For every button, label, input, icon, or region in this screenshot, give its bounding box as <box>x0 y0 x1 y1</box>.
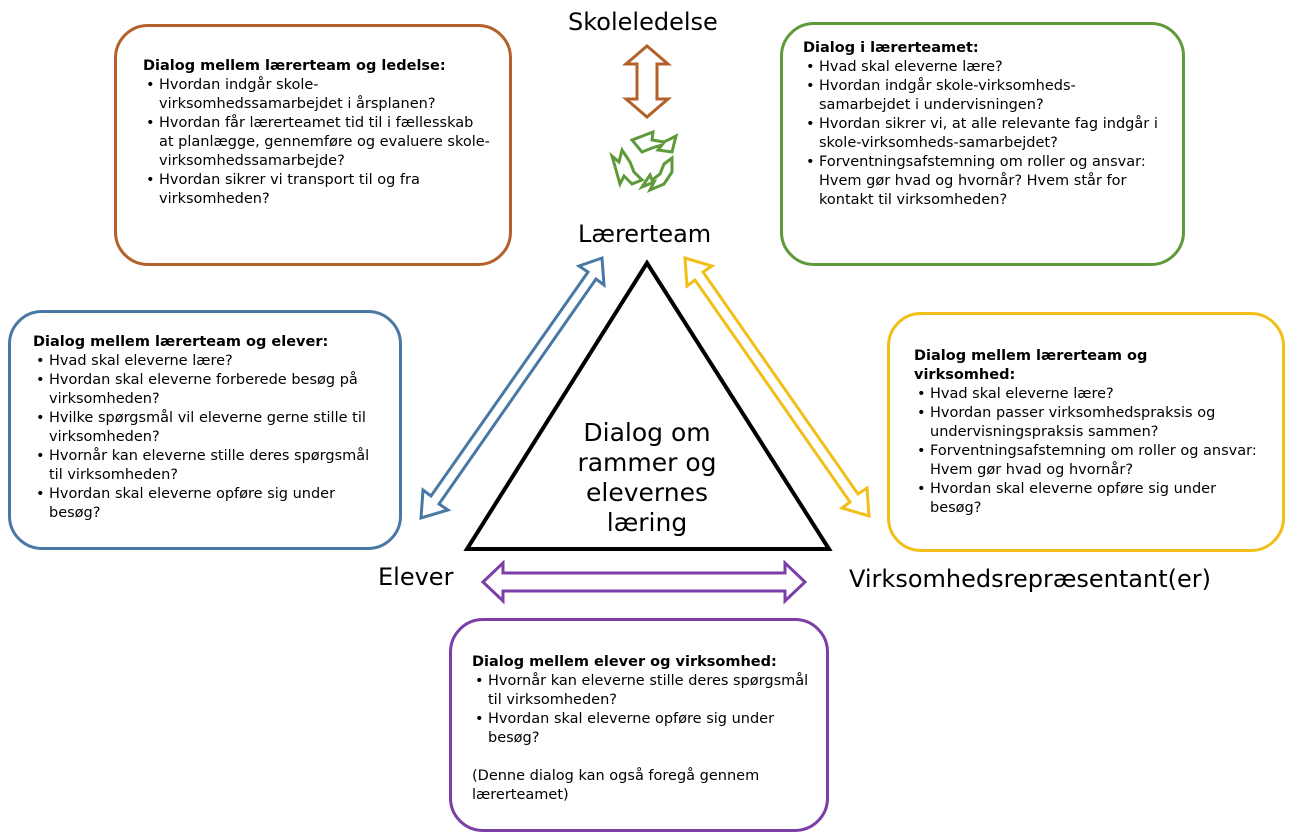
double-arrow-virksomhed <box>683 255 871 519</box>
double-arrow-elev-virksomhed <box>480 559 808 605</box>
node-virksomhed: Virksomhedsrepræsentant(er) <box>849 565 1211 593</box>
box-elever: Dialog mellem lærerteam og elever: Hvad … <box>8 310 402 550</box>
list-item: Forventningsafstemning om roller og ansv… <box>803 153 1164 210</box>
box-laererteam: Dialog i lærerteamet: Hvad skal eleverne… <box>780 22 1185 266</box>
center-triangle <box>463 259 833 551</box>
box-virksomhed: Dialog mellem lærerteam og virksomhed: H… <box>887 312 1285 552</box>
node-skoleledelse: Skoleledelse <box>568 8 718 36</box>
list-item: Hvad skal eleverne lære? <box>803 58 1164 77</box>
list-item: Hvordan sikrer vi, at alle relevante fag… <box>803 115 1164 153</box>
list-item: Hvordan indgår skole-virksomhedssamarbej… <box>143 76 491 114</box>
list-item: Hvordan skal eleverne opføre sig under b… <box>472 710 810 748</box>
box-title: Dialog mellem lærerteam og virksomhed: <box>914 348 1148 383</box>
list-item: Hvordan passer virksomhedspraksis og und… <box>914 404 1266 442</box>
node-elever: Elever <box>378 563 454 591</box>
box-title: Dialog mellem lærerteam og elever: <box>33 334 329 350</box>
node-laererteam: Lærerteam <box>578 220 712 248</box>
list-item: Hvad skal eleverne lære? <box>33 352 383 371</box>
list-item: Hvordan skal eleverne forberede besøg på… <box>33 371 383 409</box>
list-item: Hvordan får lærerteamet tid til i fælles… <box>143 114 491 171</box>
center-line: rammer og <box>577 448 717 477</box>
list-item: Hvornår kan eleverne stille deres spørgs… <box>472 672 810 710</box>
center-line: læring <box>606 508 688 537</box>
box-elev-virksomhed: Dialog mellem elever og virksomhed: Hvor… <box>449 618 829 832</box>
center-line: elevernes <box>586 478 708 507</box>
box-ledelse: Dialog mellem lærerteam og ledelse: Hvor… <box>114 24 512 266</box>
list-item: Hvad skal eleverne lære? <box>914 385 1266 404</box>
list-item: Hvordan skal eleverne opføre sig under b… <box>914 480 1266 518</box>
center-label: Dialog om rammer og elevernes læring <box>562 418 732 538</box>
box-title: Dialog mellem elever og virksomhed: <box>472 654 777 670</box>
list-item: Hvordan indgår skole-virksomheds-samarbe… <box>803 77 1164 115</box>
list-item: Hvornår kan eleverne stille deres spørgs… <box>33 447 383 485</box>
box-title: Dialog mellem lærerteam og ledelse: <box>143 58 446 74</box>
double-arrow-ledelse <box>621 44 673 119</box>
cycle-icon <box>609 129 679 193</box>
list-item: Hvordan sikrer vi transport til og fra v… <box>143 171 491 209</box>
list-item: Hvilke spørgsmål vil eleverne gerne stil… <box>33 409 383 447</box>
list-item: Forventningsafstemning om roller og ansv… <box>914 442 1266 480</box>
double-arrow-elever <box>419 255 606 521</box>
box-note: (Denne dialog kan også foregå gennem lær… <box>472 768 760 803</box>
box-title: Dialog i lærerteamet: <box>803 40 979 56</box>
list-item: Hvordan skal eleverne opføre sig under b… <box>33 485 383 523</box>
center-line: Dialog om <box>583 418 711 447</box>
